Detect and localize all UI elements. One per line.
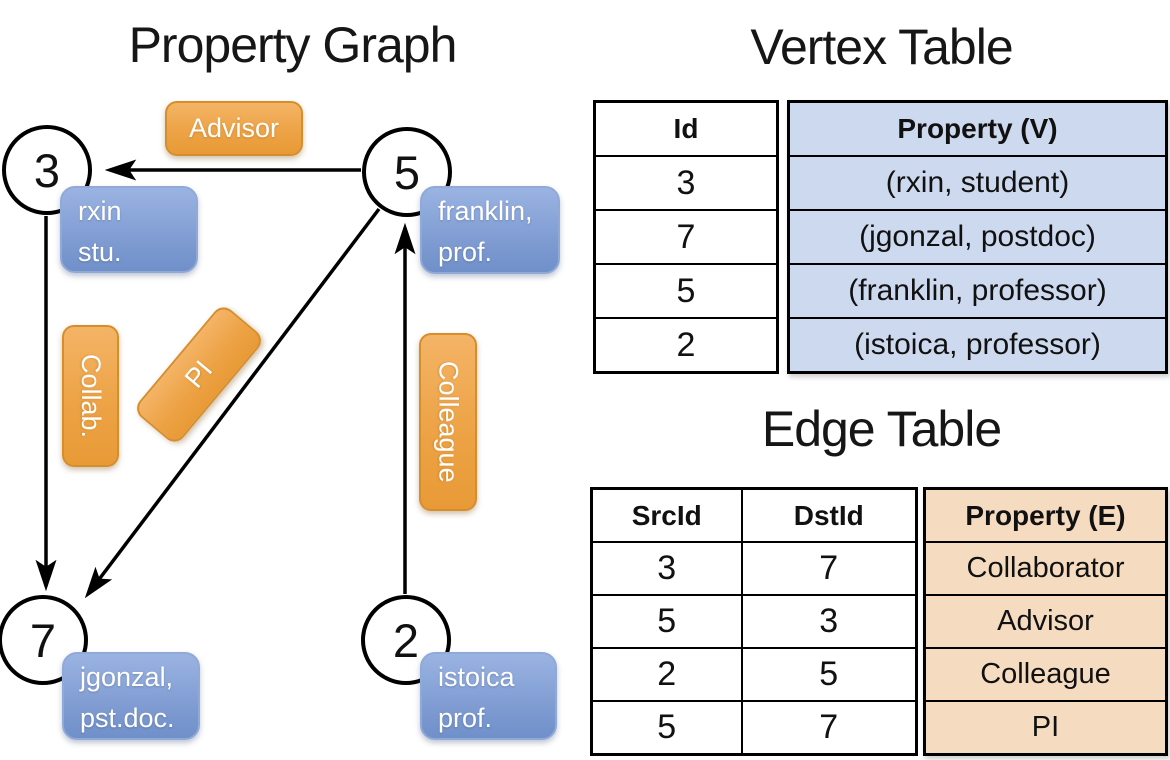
edge-row-srcid: 2 (590, 647, 743, 702)
vertex-row-property: (franklin, professor) (787, 263, 1168, 319)
edge-table-property-header: Property (E) (923, 487, 1168, 543)
edge-row-property: Colleague (923, 647, 1168, 702)
table-row: Property (E) (923, 487, 1168, 543)
edge-table-title: Edge Table (761, 401, 1002, 457)
table-row: (franklin, professor) (787, 263, 1168, 319)
vertex-table-id-header: Id (593, 100, 779, 157)
table-row: Advisor (923, 594, 1168, 649)
table-row: Colleague (923, 647, 1168, 702)
edge-label-collab: Collab. (62, 325, 119, 467)
table-row: 7 (593, 209, 779, 265)
vertex-row-property: (rxin, student) (787, 155, 1168, 211)
table-row: Id (593, 100, 779, 157)
table-row: PI (923, 700, 1168, 756)
edge-table-property-column: Property (E) Collaborator Advisor Collea… (923, 487, 1168, 756)
graph-node-5: 5 (362, 127, 452, 217)
vertex-row-property: (jgonzal, postdoc) (787, 209, 1168, 265)
vertex-table-title: Vertex Table (750, 19, 1013, 75)
node-id: 5 (393, 145, 421, 199)
node-id: 3 (33, 143, 61, 197)
vertex-property-line: prof. (438, 703, 493, 733)
node-id: 7 (29, 613, 57, 667)
edge-row-dstid: 7 (740, 541, 918, 596)
property-graph-title: Property Graph (128, 17, 458, 73)
vertex-property-line: stu. (78, 237, 122, 267)
edge-table-id-columns: SrcId DstId 3 7 5 3 2 5 5 7 (590, 487, 918, 756)
table-row: 5 7 (590, 700, 918, 756)
graph-node-3: 3 (2, 125, 92, 215)
edge-table-srcid-header: SrcId (590, 487, 743, 543)
table-row: 2 (593, 317, 779, 374)
edge-row-dstid: 7 (740, 700, 918, 756)
vertex-property-line: jgonzal, (80, 662, 174, 692)
edge-label-colleague: Colleague (419, 333, 477, 511)
edge-label-text: PI (178, 354, 219, 394)
edge-label-text: Collab. (76, 353, 106, 439)
edge-row-srcid: 5 (590, 594, 743, 649)
vertex-property-line: franklin, (438, 196, 533, 226)
table-row: 2 5 (590, 647, 918, 702)
table-row: 3 7 (590, 541, 918, 596)
vertex-table-property-header: Property (V) (787, 100, 1168, 157)
table-row: (rxin, student) (787, 155, 1168, 211)
vertex-property-box-istoica: istoica prof. (420, 652, 557, 740)
edge-label-text: Advisor (188, 113, 280, 143)
edge-table-dstid-header: DstId (740, 487, 918, 543)
table-row: (istoica, professor) (787, 317, 1168, 374)
edge-label-pi: PI (132, 302, 266, 447)
edge-label-advisor: Advisor (165, 101, 303, 156)
table-row: Property (V) (787, 100, 1168, 157)
vertex-row-id: 3 (593, 155, 779, 211)
edge-row-dstid: 3 (740, 594, 918, 649)
vertex-table-id-column: Id 3 7 5 2 (593, 100, 779, 374)
edge-label-text: Colleague (433, 361, 464, 483)
vertex-table-property-column: Property (V) (rxin, student) (jgonzal, p… (787, 100, 1168, 374)
edge-row-property: PI (923, 700, 1168, 756)
edge-row-property: Advisor (923, 594, 1168, 649)
vertex-row-id: 5 (593, 263, 779, 319)
vertex-property-box-jgonzal: jgonzal, pst.doc. (62, 652, 200, 740)
vertex-row-property: (istoica, professor) (787, 317, 1168, 374)
vertex-property-box-rxin: rxin stu. (60, 186, 198, 273)
edge-row-srcid: 5 (590, 700, 743, 756)
edge-row-dstid: 5 (740, 647, 918, 702)
vertex-row-id: 2 (593, 317, 779, 374)
vertex-row-id: 7 (593, 209, 779, 265)
vertex-property-box-franklin: franklin, prof. (420, 186, 560, 274)
vertex-property-line: prof. (438, 237, 493, 267)
table-row: 5 (593, 263, 779, 319)
edge-row-property: Collaborator (923, 541, 1168, 596)
table-row: SrcId DstId (590, 487, 918, 543)
vertex-property-line: rxin (78, 196, 122, 226)
vertex-property-line: istoica (438, 662, 515, 692)
table-row: 5 3 (590, 594, 918, 649)
node-id: 2 (392, 613, 420, 667)
table-row: (jgonzal, postdoc) (787, 209, 1168, 265)
table-row: Collaborator (923, 541, 1168, 596)
vertex-property-line: pst.doc. (80, 703, 175, 733)
table-row: 3 (593, 155, 779, 211)
edge-row-srcid: 3 (590, 541, 743, 596)
